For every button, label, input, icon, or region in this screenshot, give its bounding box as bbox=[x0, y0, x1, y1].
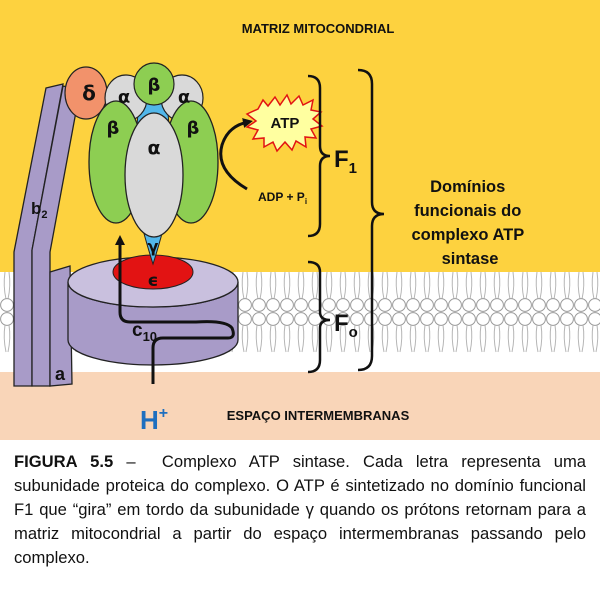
a-label: a bbox=[55, 364, 66, 384]
atp-starburst bbox=[245, 93, 324, 153]
proton-label: H+ bbox=[140, 405, 168, 435]
figure-caption: FIGURA 5.5 – Complexo ATP sintase. Cada … bbox=[14, 450, 586, 570]
beta-subunit-top bbox=[133, 62, 175, 106]
beta-label-top: β bbox=[148, 75, 161, 96]
adp-label: ADP + Pi bbox=[258, 190, 307, 206]
a-subunit bbox=[49, 265, 73, 387]
fo-brace bbox=[307, 260, 331, 374]
b2-label: b2 bbox=[31, 199, 48, 221]
epsilon-label: ϵ bbox=[148, 271, 159, 291]
proton-path-arrow bbox=[115, 235, 235, 384]
fo-label: Fo bbox=[334, 310, 358, 341]
caption-label: FIGURA 5.5 bbox=[14, 452, 114, 471]
intermembrane-region bbox=[0, 372, 600, 440]
gamma-label: γ bbox=[148, 237, 159, 256]
matrix-label: MATRIZ MITOCONDRIAL bbox=[242, 21, 395, 36]
synthesis-arrow bbox=[219, 118, 253, 191]
beta-label-right: β bbox=[187, 118, 200, 139]
caption-separator: – bbox=[113, 452, 162, 471]
c10-label: c10 bbox=[132, 320, 157, 344]
functional-domains-line-1: Domínios bbox=[430, 178, 505, 196]
functional-domains-line-3: complexo ATP bbox=[411, 226, 524, 244]
f1-label: F1 bbox=[334, 146, 357, 177]
f1-brace bbox=[307, 74, 331, 238]
caption-text: Complexo ATP sintase. Cada letra represe… bbox=[14, 452, 587, 567]
alpha-subunit-center bbox=[124, 112, 184, 238]
functional-domains-line-2: funcionais do bbox=[414, 202, 521, 220]
complex-brace bbox=[357, 68, 385, 372]
alpha-label-top-right: α bbox=[178, 87, 190, 108]
delta-label: δ bbox=[82, 81, 96, 105]
functional-domains-line-4: sintase bbox=[442, 250, 499, 268]
alpha-label-center: α bbox=[147, 137, 160, 159]
atp-label: ATP bbox=[271, 115, 300, 132]
intermembrane-label: ESPAÇO INTERMEMBRANAS bbox=[227, 408, 410, 423]
functional-domains-label: Domínios funcionais do complexo ATP sint… bbox=[411, 178, 528, 268]
atp-synthase-diagram: MATRIZ MITOCONDRIAL ESPAÇO INTERMEMBRANA… bbox=[0, 0, 600, 440]
beta-label-left: β bbox=[107, 118, 120, 139]
alpha-label-top-left: α bbox=[118, 87, 130, 108]
